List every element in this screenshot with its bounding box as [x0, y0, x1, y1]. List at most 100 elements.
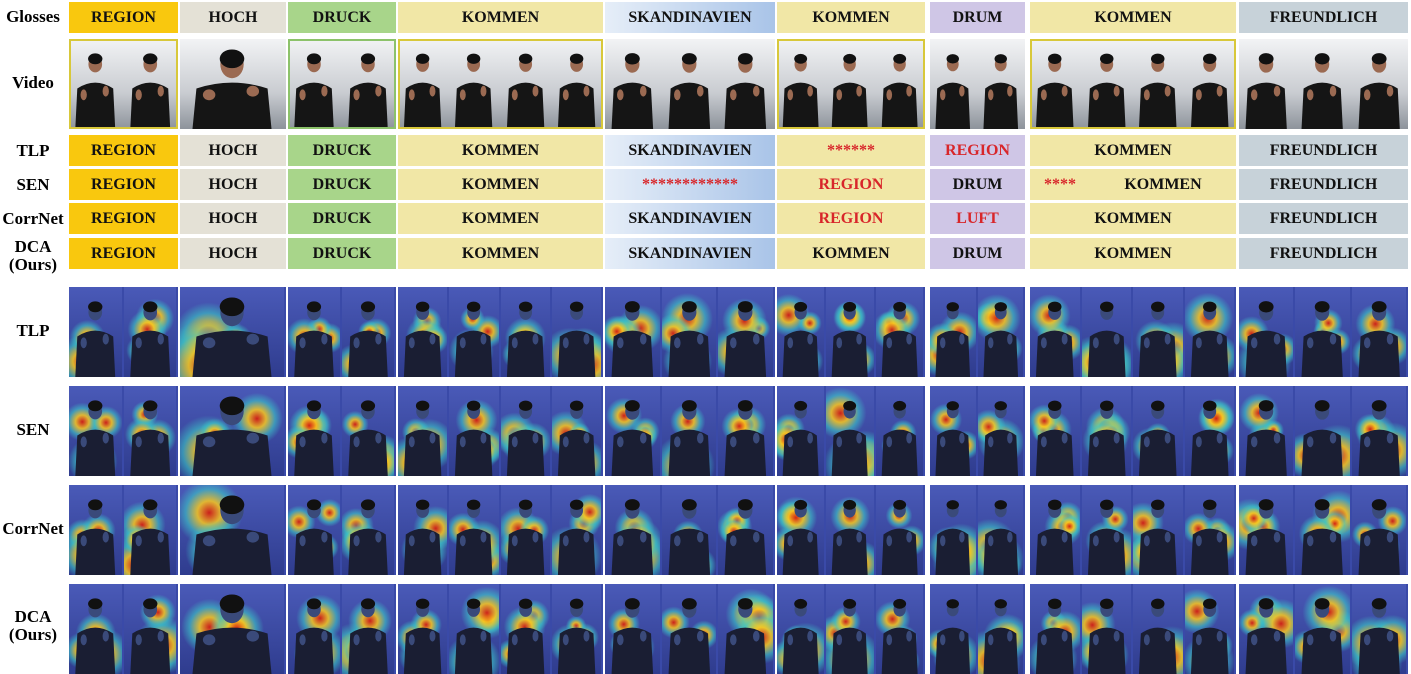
video-strip: [180, 39, 286, 129]
heatmap-frame: [288, 485, 340, 575]
video-strip: [398, 39, 603, 129]
video-frame: [777, 39, 824, 129]
video-frame: [398, 39, 447, 129]
heat-tlp-strip: [930, 287, 1025, 377]
heatmap-frame: [342, 386, 394, 476]
heat-sen-strip: [288, 386, 396, 476]
prediction-cell-dca: REGION: [69, 238, 178, 269]
heat-dca-strip: [930, 584, 1025, 674]
prediction-cell-dca: DRUCK: [288, 238, 396, 269]
prediction-cell-corrnet: LUFT: [930, 203, 1025, 234]
heatmap-frame: [1081, 386, 1131, 476]
heatmap-frame: [826, 584, 874, 674]
heatmap-frame: [777, 287, 825, 377]
heatmap-frame: [1030, 584, 1080, 674]
video-frame: [449, 39, 498, 129]
heat-dca-strip: [288, 584, 396, 674]
heatmap-frame: [1081, 287, 1131, 377]
prediction-cell-dca: DRUM: [930, 238, 1025, 269]
prediction-cell-sen: ****: [1030, 169, 1090, 200]
video-strip: [1239, 39, 1408, 129]
video-strip: [777, 39, 925, 129]
highlight-box: [1030, 39, 1236, 129]
label-corrnet: CorrNet: [2, 209, 64, 228]
heat-corrnet-strip: [1239, 485, 1408, 575]
heatmap-frame: [342, 485, 394, 575]
heatmap-frame: [500, 386, 550, 476]
heatmap-frame: [1295, 584, 1350, 674]
gloss-cell: KOMMEN: [398, 2, 603, 33]
heatmap-frame: [180, 386, 284, 476]
heatmap-frame: [500, 485, 550, 575]
heatmap-frame: [69, 287, 122, 377]
prediction-cell-corrnet: KOMMEN: [398, 203, 603, 234]
heatmap-frame: [69, 485, 122, 575]
label-heat-corrnet: CorrNet: [2, 519, 64, 538]
heatmap-frame: [288, 386, 340, 476]
heatmap-frame: [69, 584, 122, 674]
heat-dca-strip: [605, 584, 775, 674]
gloss-cell: HOCH: [180, 2, 286, 33]
heatmap-frame: [398, 386, 448, 476]
video-frame: [288, 39, 340, 129]
heatmap-frame: [1184, 485, 1234, 575]
gloss-cell: REGION: [69, 2, 178, 33]
video-frame: [552, 39, 601, 129]
heatmap-frame: [930, 287, 976, 377]
heatmap-frame: [1351, 485, 1406, 575]
heat-corrnet-strip: [398, 485, 603, 575]
heatmap-frame: [977, 386, 1023, 476]
heatmap-frame: [930, 386, 976, 476]
heatmap-frame: [977, 287, 1023, 377]
heatmap-frame: [551, 584, 601, 674]
video-strip: [605, 39, 775, 129]
highlight-box: [69, 39, 178, 129]
heat-sen-strip: [69, 386, 178, 476]
heatmap-frame: [1184, 386, 1234, 476]
video-frame: [978, 39, 1024, 129]
prediction-cell-tlp: HOCH: [180, 135, 286, 166]
heatmap-frame: [718, 485, 773, 575]
video-frame: [662, 39, 717, 129]
heatmap-frame: [777, 386, 825, 476]
heat-dca-strip: [69, 584, 178, 674]
heatmap-frame: [500, 584, 550, 674]
heatmap-frame: [1351, 386, 1406, 476]
heatmap-frame: [605, 287, 660, 377]
heatmap-frame: [826, 287, 874, 377]
prediction-cell-sen: REGION: [777, 169, 925, 200]
heatmap-frame: [180, 485, 284, 575]
heatmap-frame: [123, 287, 176, 377]
heat-sen-strip: [180, 386, 286, 476]
prediction-cell-tlp: DRUCK: [288, 135, 396, 166]
heatmap-frame: [342, 287, 394, 377]
prediction-cell-tlp: FREUNDLICH: [1239, 135, 1408, 166]
prediction-cell-sen: HOCH: [180, 169, 286, 200]
heat-corrnet-strip: [180, 485, 286, 575]
highlight-box: [777, 39, 925, 129]
heatmap-frame: [826, 386, 874, 476]
video-frame: [1133, 39, 1183, 129]
heatmap-frame: [930, 485, 976, 575]
prediction-cell-corrnet: FREUNDLICH: [1239, 203, 1408, 234]
heatmap-frame: [1295, 287, 1350, 377]
gloss-cell: SKANDINAVIEN: [605, 2, 775, 33]
heat-dca-strip: [180, 584, 286, 674]
heatmap-frame: [288, 584, 340, 674]
prediction-cell-tlp: KOMMEN: [1030, 135, 1236, 166]
heatmap-frame: [1030, 386, 1080, 476]
heat-sen-strip: [1030, 386, 1236, 476]
prediction-cell-sen: ************: [605, 169, 775, 200]
heat-dca-strip: [777, 584, 925, 674]
heatmap-frame: [661, 386, 717, 476]
prediction-cell-sen: FREUNDLICH: [1239, 169, 1408, 200]
heatmap-frame: [875, 584, 923, 674]
heat-corrnet-strip: [69, 485, 178, 575]
heat-tlp-strip: [180, 287, 286, 377]
heatmap-frame: [449, 584, 499, 674]
heatmap-frame: [551, 386, 601, 476]
heatmap-frame: [777, 485, 825, 575]
heatmap-frame: [449, 485, 499, 575]
heatmap-frame: [718, 386, 773, 476]
